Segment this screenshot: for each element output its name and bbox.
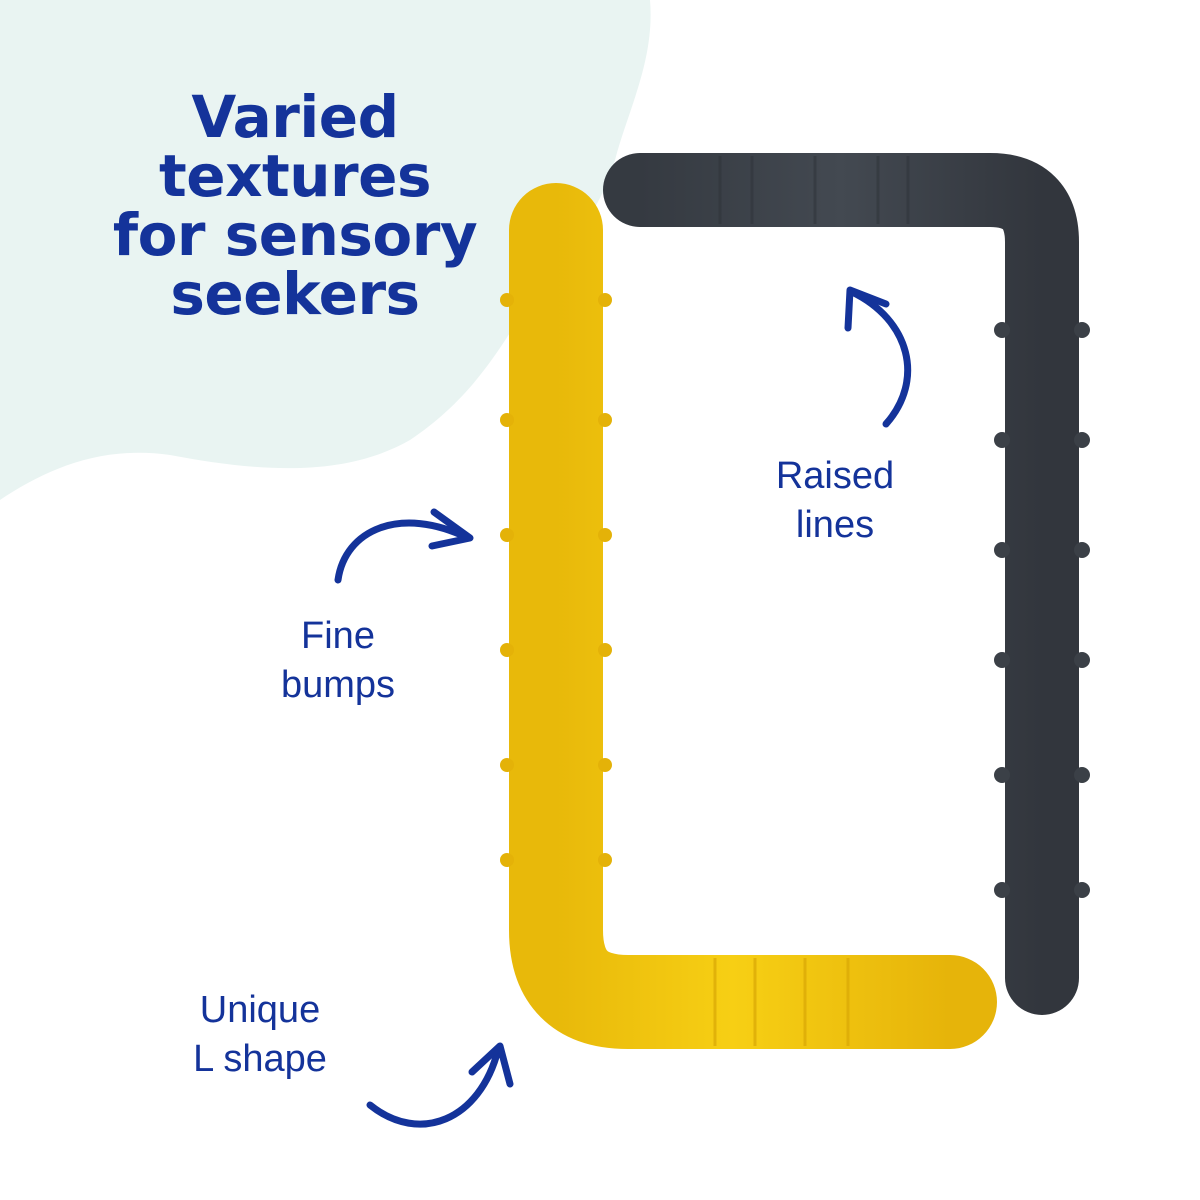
arrow-fine-bumps-icon xyxy=(334,508,474,584)
yellow-raised-lines xyxy=(713,958,850,1046)
yellow-chew-tool xyxy=(500,183,997,1049)
label-line: Raised xyxy=(775,455,895,497)
label-line: L shape xyxy=(193,1038,327,1081)
headline-line: seekers xyxy=(170,260,420,329)
gray-chew-tool xyxy=(603,153,1090,1015)
yellow-fine-bumps xyxy=(500,293,612,867)
l-shape-label: Unique L shape xyxy=(140,986,380,1085)
arrow-l-shape-icon xyxy=(366,1042,514,1128)
background-blob xyxy=(0,0,651,500)
gray-raised-lines xyxy=(718,156,910,224)
headline-line: for sensory xyxy=(112,201,478,270)
headline-line: Varied xyxy=(191,83,399,151)
gray-chew-body xyxy=(603,153,1079,1015)
gray-side-bumps xyxy=(994,322,1090,898)
label-line: Unique xyxy=(199,989,321,1031)
label-line: Fine xyxy=(301,615,375,657)
headline-line: textures xyxy=(159,142,431,211)
arrow-raised-lines-icon xyxy=(844,286,912,428)
yellow-chew-body xyxy=(509,183,997,1049)
raised-lines-label: Raised lines xyxy=(735,452,935,551)
fine-bumps-label: Fine bumps xyxy=(238,612,438,711)
label-line: lines xyxy=(795,504,875,547)
label-line: bumps xyxy=(280,664,396,707)
headline: Varied textures for sensory seekers xyxy=(70,83,520,329)
